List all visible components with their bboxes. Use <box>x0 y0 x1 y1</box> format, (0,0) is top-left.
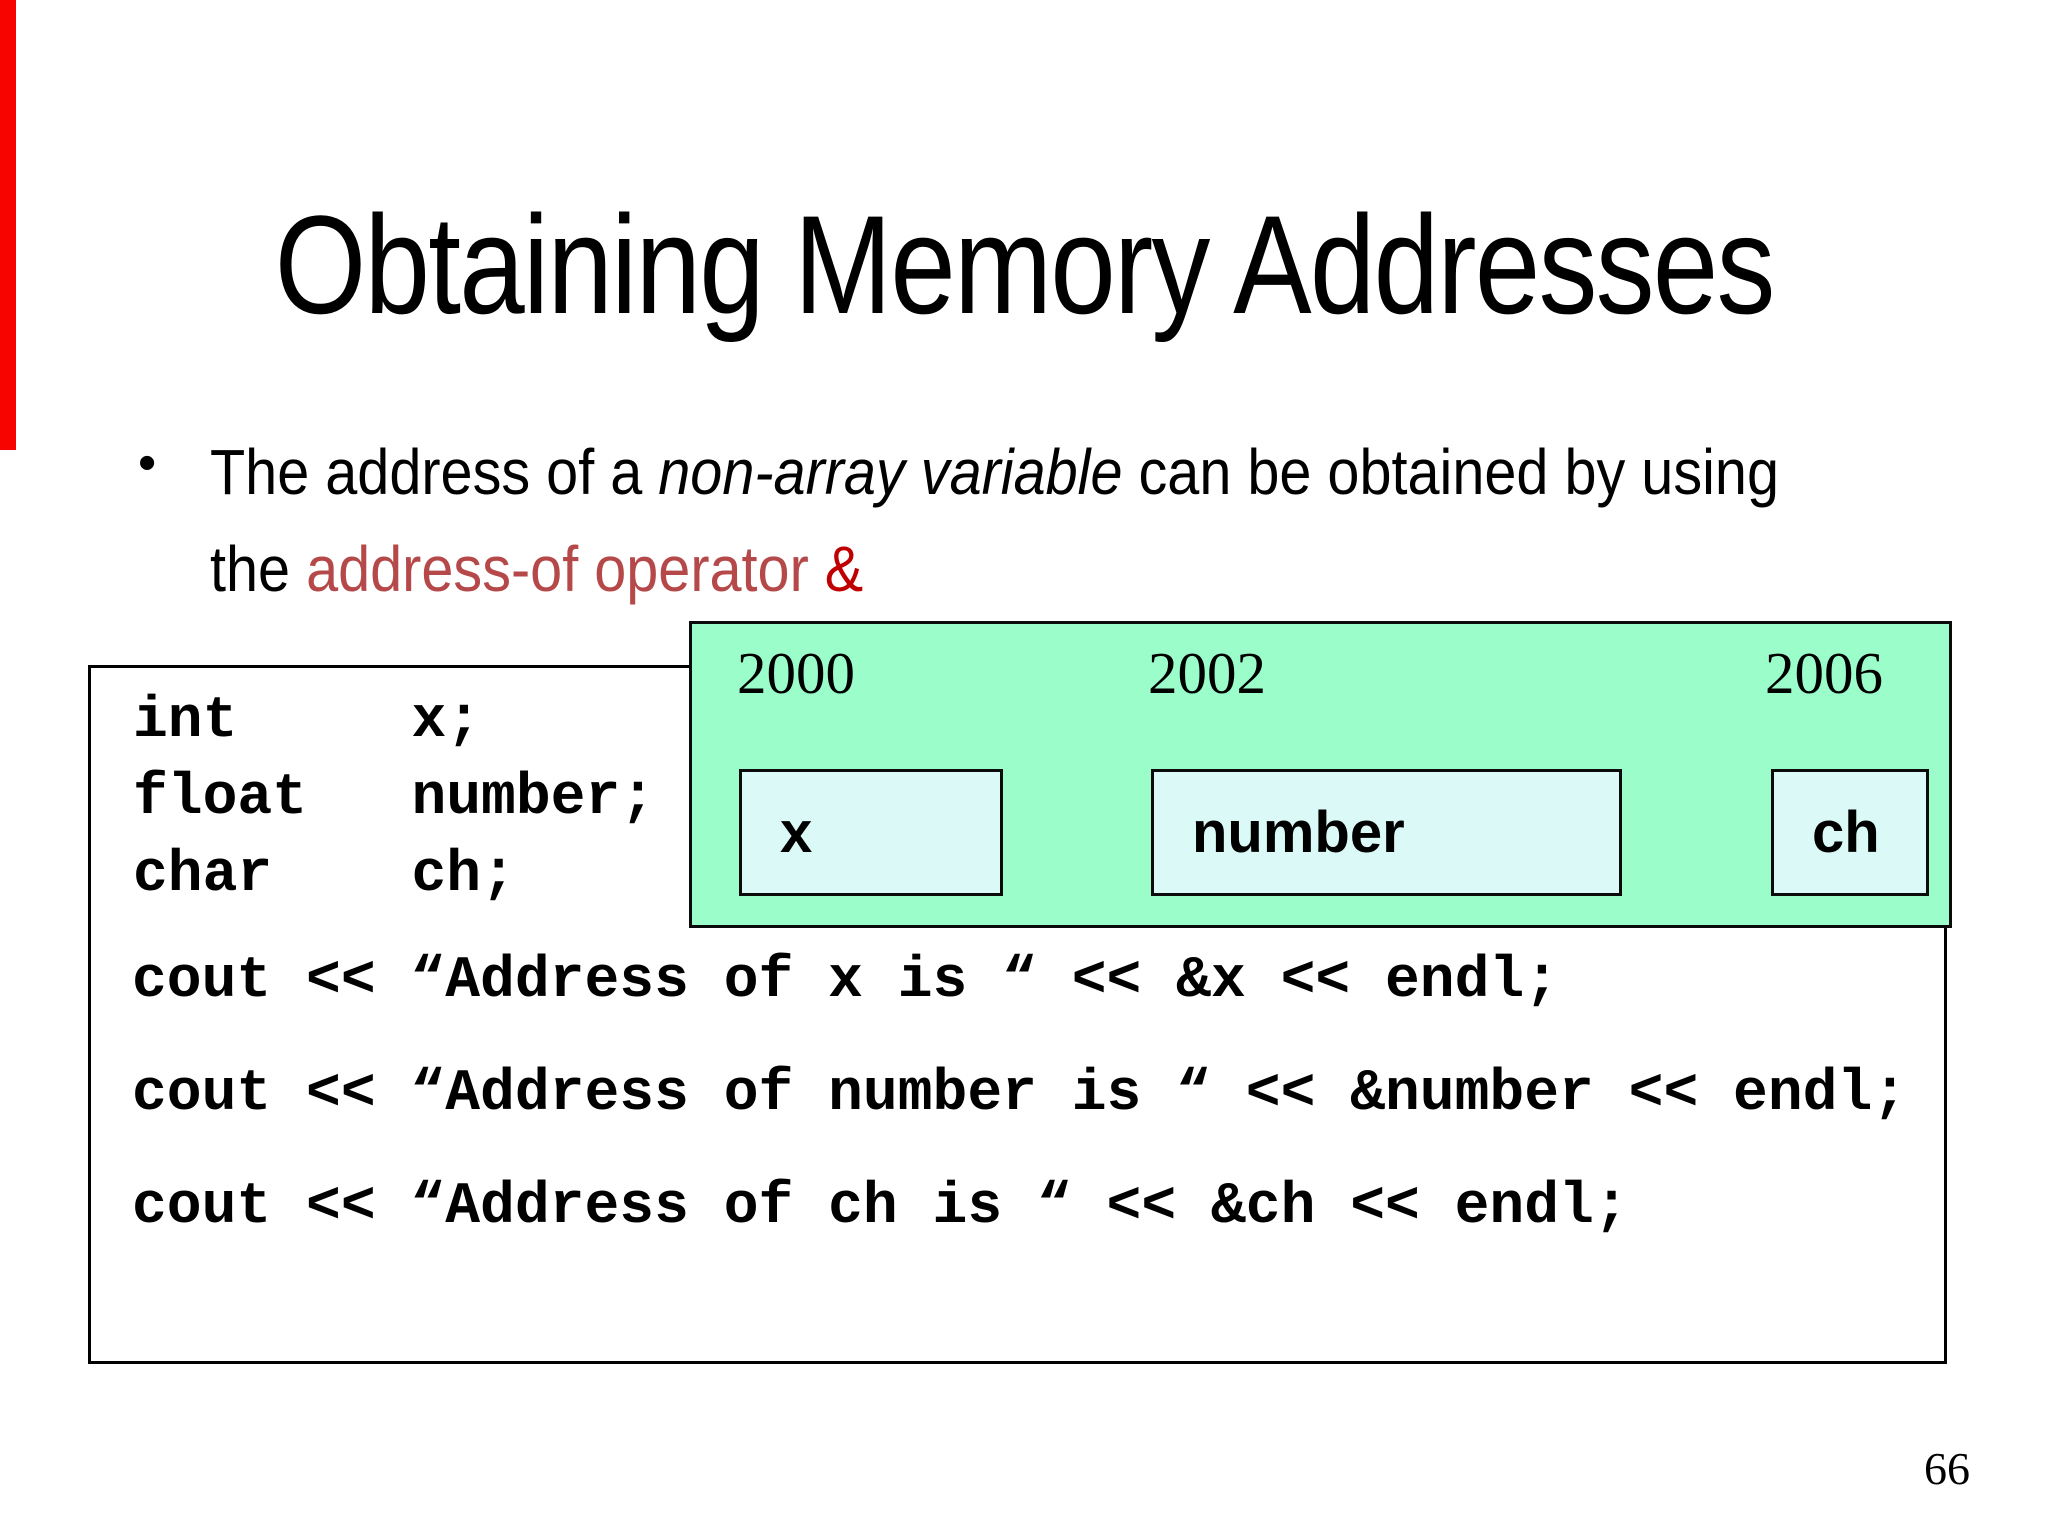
bullet-marker: • <box>138 434 157 492</box>
slide-title: Obtaining Memory Addresses <box>0 188 2048 342</box>
memory-cell-ch: ch <box>1771 769 1929 896</box>
address-label-2002: 2002 <box>1148 640 1266 706</box>
bullet-line1-italic: non-array variable <box>658 436 1123 508</box>
code-declaration-line: int x; <box>133 689 482 754</box>
bullet-line2-ampersand: & <box>824 533 864 605</box>
red-accent-bar <box>0 0 16 450</box>
memory-cell-number: number <box>1151 769 1622 896</box>
slide-title-text: Obtaining Memory Addresses <box>274 186 1776 343</box>
code-cout-line: cout << “Address of number is “ << &numb… <box>132 1062 1908 1127</box>
bullet-line-1: The address of a non-array variable can … <box>210 424 1779 521</box>
bullet-text: The address of a non-array variable can … <box>210 424 1779 618</box>
code-cout-statements: cout << “Address of x is “ << &x << endl… <box>132 925 1907 1264</box>
page-number: 66 <box>1924 1443 1970 1494</box>
address-label-2006: 2006 <box>1765 640 1883 706</box>
memory-cell-ch-label: ch <box>1812 800 1880 865</box>
memory-diagram: 2000 2002 2006 x number ch <box>689 621 1952 928</box>
code-declaration-line: char ch; <box>133 843 516 908</box>
bullet-line2-pre: the <box>210 533 307 605</box>
code-cout-line: cout << “Address of ch is “ << &ch << en… <box>132 1175 1629 1240</box>
memory-cell-number-label: number <box>1192 800 1405 865</box>
bullet-line-2: the address-of operator & <box>210 521 1779 618</box>
bullet-line1-post: can be obtained by using <box>1122 436 1779 508</box>
memory-cell-x-label: x <box>780 800 813 865</box>
bullet-line2-red-phrase: address-of operator <box>306 533 825 605</box>
code-declarations: int x; float number; char ch; <box>133 683 655 914</box>
address-label-2000: 2000 <box>737 640 855 706</box>
code-declaration-line: float number; <box>133 766 656 831</box>
code-cout-line: cout << “Address of x is “ << &x << endl… <box>132 949 1560 1014</box>
memory-cell-x: x <box>739 769 1003 896</box>
bullet-line1-pre: The address of a <box>210 436 659 508</box>
